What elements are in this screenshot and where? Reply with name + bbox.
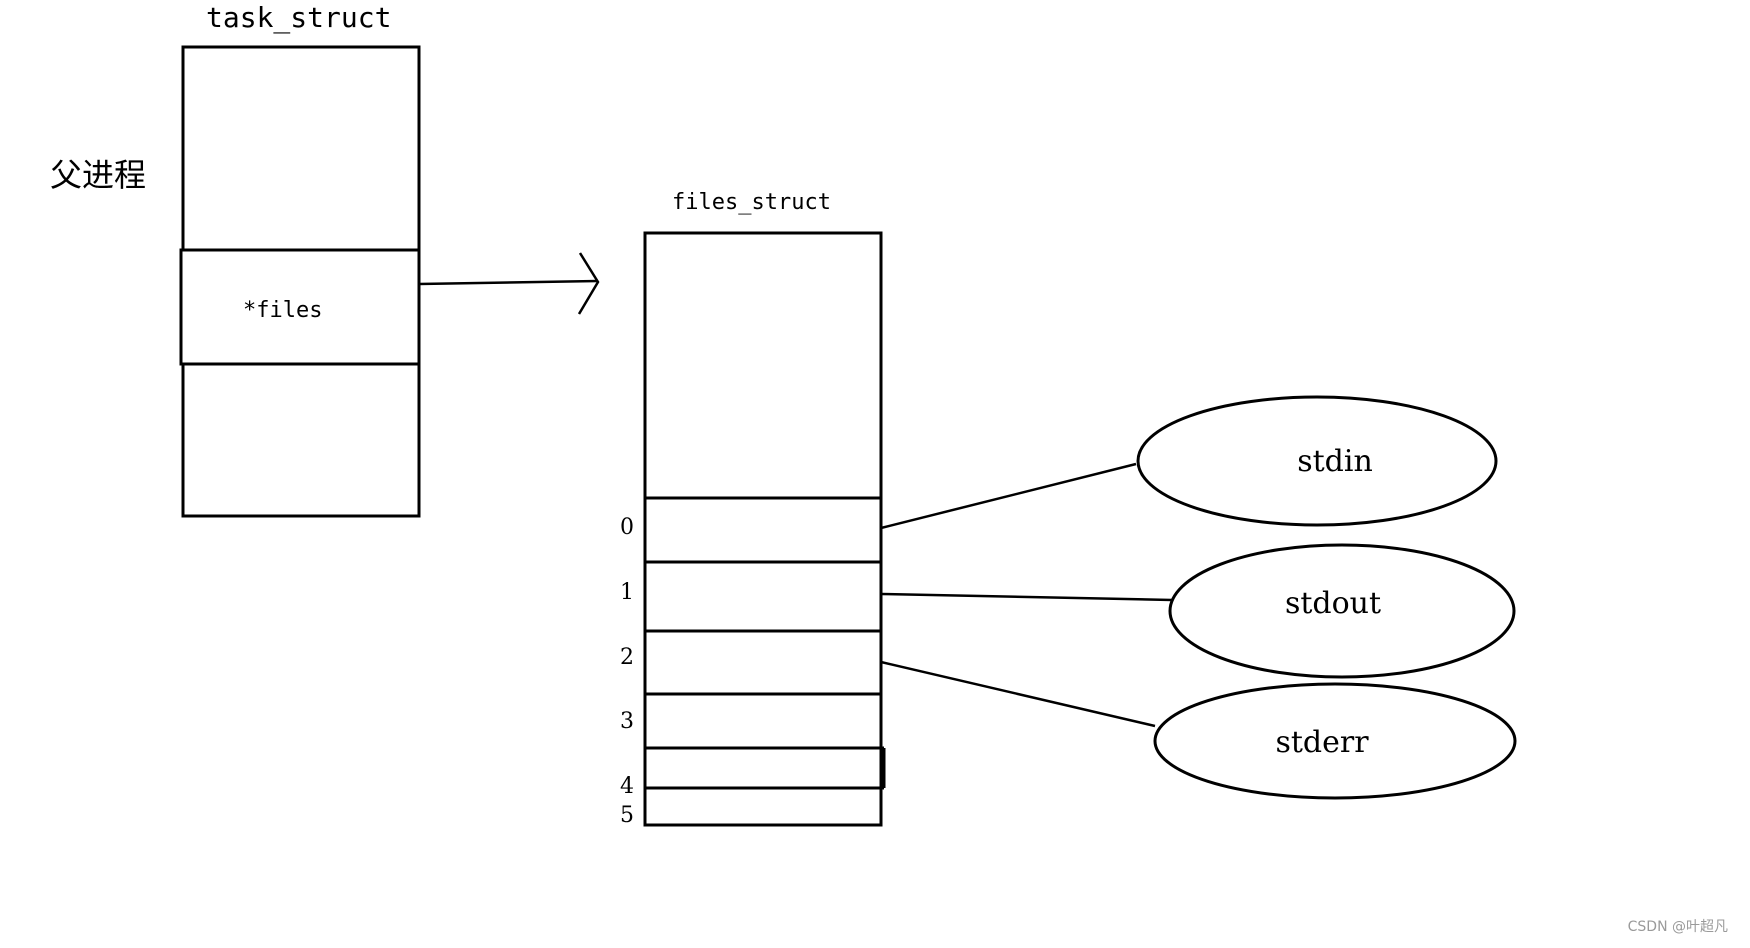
stream-stdout: stdout — [1168, 543, 1516, 679]
fd-index-label: 2 — [620, 645, 634, 670]
stream-stderr: stderr — [1153, 682, 1517, 800]
stream-label: stdout — [1285, 586, 1381, 621]
files-struct-box — [643, 231, 883, 827]
fd-index-label: 1 — [620, 580, 634, 605]
fd-table — [645, 496, 886, 790]
arrow-shaft — [418, 279, 599, 286]
stream-ellipse — [1168, 543, 1516, 679]
stream-ellipse — [1136, 395, 1498, 527]
fd-index-label: 0 — [620, 515, 634, 540]
watermark: CSDN @叶超凡 — [1627, 919, 1728, 935]
connector-stdout — [880, 592, 1173, 602]
fd-index-label: 5 — [620, 803, 634, 828]
connector-stderr — [880, 660, 1156, 728]
files-field-label: *files — [243, 298, 322, 323]
connector-stdin — [880, 462, 1137, 530]
files-pointer-arrow — [418, 252, 600, 315]
parent-process-label: 父进程 — [50, 156, 146, 194]
files-struct-title: files_struct — [672, 190, 831, 215]
stream-label: stderr — [1275, 725, 1369, 760]
fd-index-labels: 0 1 2 3 4 5 — [620, 515, 634, 828]
stream-label: stdin — [1297, 444, 1373, 479]
task-struct-files-field — [179, 248, 421, 366]
stream-stdin: stdin — [1136, 395, 1498, 527]
arrow-head — [577, 252, 600, 315]
fd-index-label: 4 — [620, 774, 634, 799]
fd-index-label: 3 — [620, 709, 634, 734]
task-struct-title: task_struct — [206, 1, 391, 35]
stream-ellipse — [1153, 682, 1517, 800]
